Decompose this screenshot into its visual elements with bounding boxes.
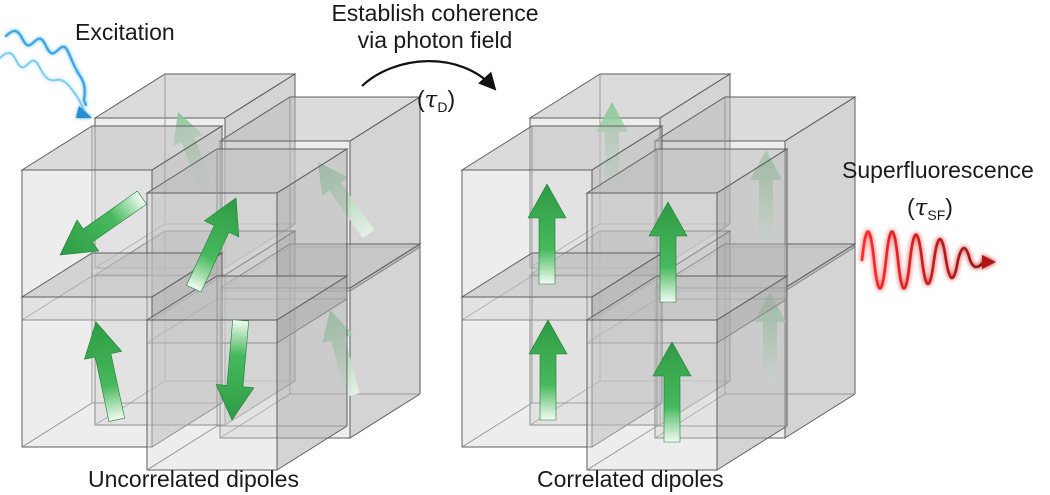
tau-sf-subscript: SF [927,207,945,223]
paren-open: ( [907,194,915,220]
superfluorescence-label: Superfluorescence [842,157,1034,184]
correlated-cube-array [462,74,855,470]
paren-close: ) [945,194,953,220]
cube [147,276,347,470]
tau-sf-label: (τSF) [907,194,953,223]
tau-symbol: τ [425,87,438,113]
paren-close: ) [448,86,456,112]
uncorrelated-caption: Uncorrelated dipoles [88,466,299,493]
tau-d-subscript: D [437,99,447,115]
process-curved-arrow-icon [362,61,494,88]
tau-symbol: τ [915,195,928,221]
paren-open: ( [417,86,425,112]
tau-d-label: (τD) [417,86,455,115]
correlated-caption: Correlated dipoles [537,466,724,493]
uncorrelated-cube-array [22,74,420,470]
coherence-label-line2: via photon field [305,27,565,54]
excitation-label: Excitation [75,19,175,46]
emission-wavy-arrow-icon [862,232,996,289]
coherence-label-line1: Establish coherence [305,0,565,27]
